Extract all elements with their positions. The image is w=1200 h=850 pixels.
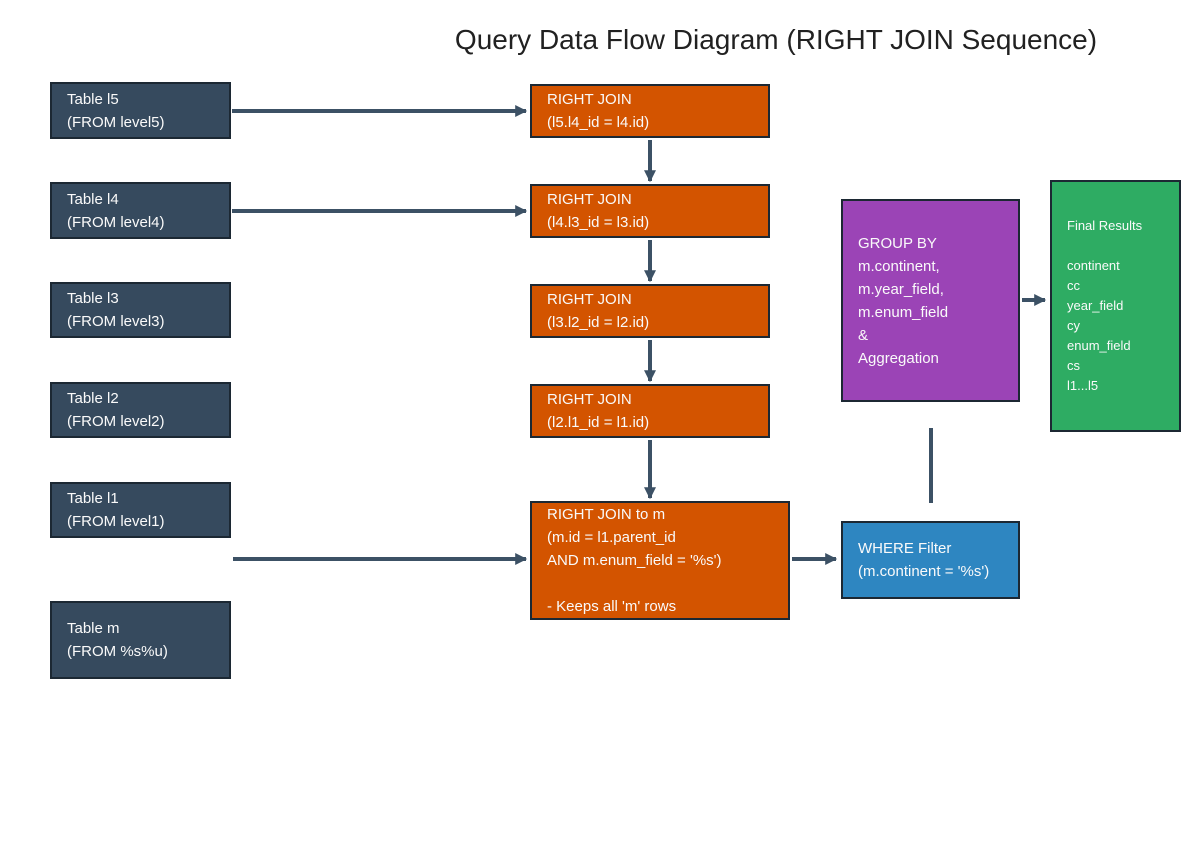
node-where-filter: WHERE Filter (m.continent = '%s'): [841, 521, 1020, 599]
node-right-join-l2-l1-label: RIGHT JOIN (l2.l1_id = l1.id): [547, 391, 650, 431]
node-table-l2-label: Table l2 (FROM level2): [67, 390, 165, 430]
node-table-l1-label: Table l1 (FROM level1): [67, 490, 165, 530]
node-right-join-l2-l1: RIGHT JOIN (l2.l1_id = l1.id): [530, 384, 770, 438]
node-group-by-label: GROUP BY m.continent, m.year_field, m.en…: [858, 234, 949, 367]
node-right-join-l4-l3: RIGHT JOIN (l4.l3_id = l3.id): [530, 184, 770, 238]
node-final-results-label: Final Results continent cc year_field cy…: [1067, 218, 1143, 393]
node-table-l5-label: Table l5 (FROM level5): [67, 90, 165, 131]
node-right-join-to-m: RIGHT JOIN to m (m.id = l1.parent_id AND…: [530, 501, 790, 620]
node-where-filter-label: WHERE Filter (m.continent = '%s'): [858, 540, 990, 580]
node-table-m: Table m (FROM %s%u): [50, 601, 231, 679]
node-table-m-label: Table m (FROM %s%u): [67, 620, 168, 660]
node-right-join-l5-l4-label: RIGHT JOIN (l5.l4_id = l4.id): [547, 91, 650, 131]
node-right-join-l3-l2: RIGHT JOIN (l3.l2_id = l2.id): [530, 284, 770, 338]
node-right-join-l4-l3-label: RIGHT JOIN (l4.l3_id = l3.id): [547, 191, 650, 231]
node-table-l3: Table l3 (FROM level3): [50, 282, 231, 338]
node-final-results: Final Results continent cc year_field cy…: [1050, 180, 1181, 432]
node-right-join-to-m-label: RIGHT JOIN to m (m.id = l1.parent_id AND…: [547, 506, 722, 615]
node-right-join-l5-l4: RIGHT JOIN (l5.l4_id = l4.id): [530, 84, 770, 138]
node-table-l4: Table l4 (FROM level4): [50, 182, 231, 239]
node-table-l3-label: Table l3 (FROM level3): [67, 290, 165, 330]
node-table-l4-label: Table l4 (FROM level4): [67, 190, 165, 231]
node-table-l1: Table l1 (FROM level1): [50, 482, 231, 538]
node-right-join-l3-l2-label: RIGHT JOIN (l3.l2_id = l2.id): [547, 291, 650, 331]
diagram-title: Query Data Flow Diagram (RIGHT JOIN Sequ…: [454, 24, 1098, 55]
node-table-l5: Table l5 (FROM level5): [50, 82, 231, 139]
node-table-l2: Table l2 (FROM level2): [50, 382, 231, 438]
node-group-by: GROUP BY m.continent, m.year_field, m.en…: [841, 199, 1020, 402]
